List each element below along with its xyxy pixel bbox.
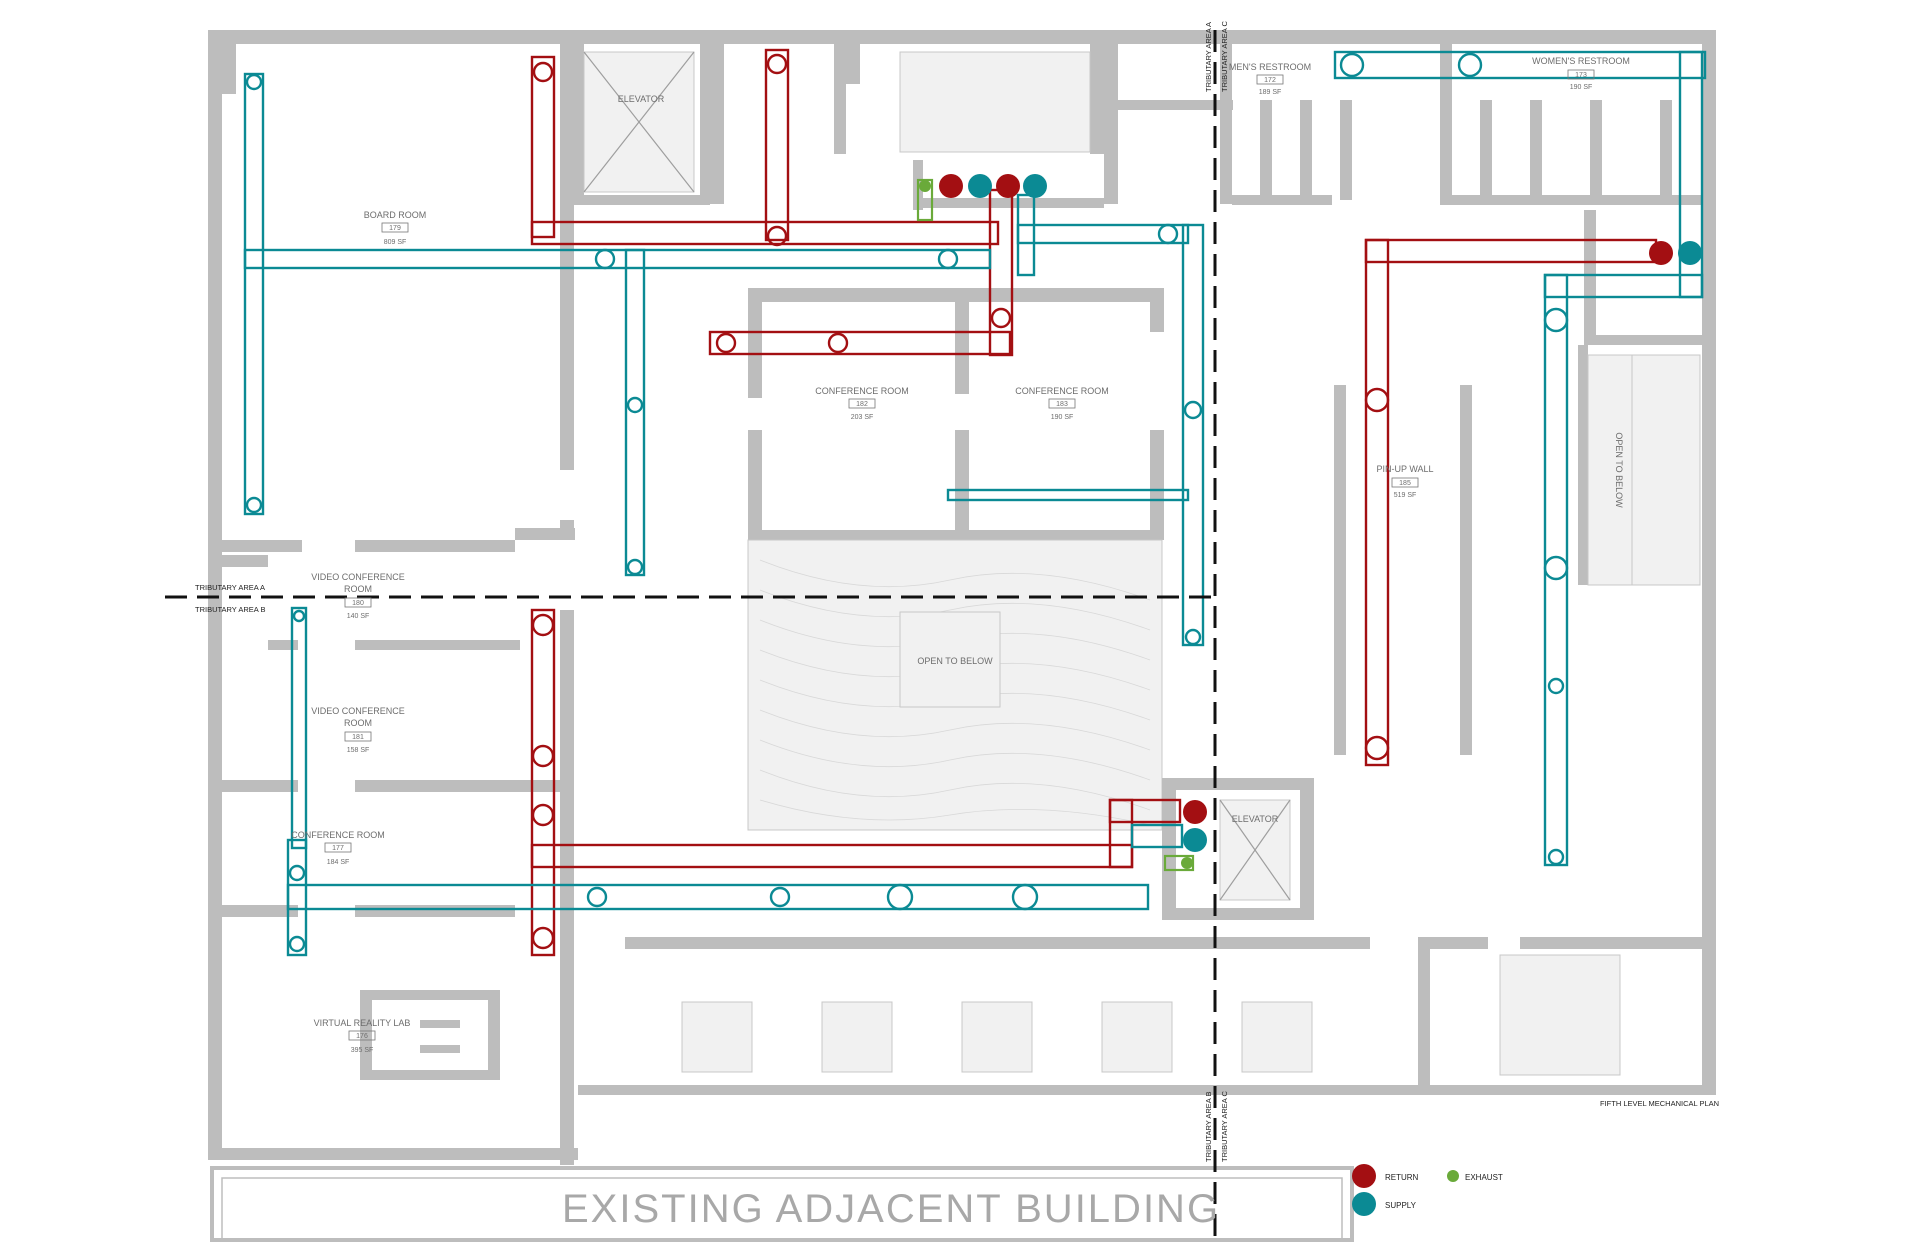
svg-text:158 SF: 158 SF [347,747,370,754]
legend-return-label: RETURN [1385,1173,1419,1182]
svg-text:ROOM: ROOM [344,718,372,728]
room-name-elevator-2: ELEVATOR [1232,814,1279,824]
svg-text:173: 173 [1575,72,1587,79]
tributary-label-c-bottom: TRIBUTARY AREA C [1220,1091,1229,1162]
svg-text:181: 181 [352,734,364,741]
room-labels: BOARD ROOM 179 809 SF ELEVATOR MEN'S RES… [291,56,1630,1054]
legend-supply-label: SUPPLY [1385,1201,1417,1210]
svg-text:809 SF: 809 SF [384,239,407,246]
stair-1-treads [899,51,1091,153]
room-name-womens-restroom: WOMEN'S RESTROOM [1532,56,1630,66]
svg-text:395 SF: 395 SF [351,1047,374,1054]
adjacent-building-label: EXISTING ADJACENT BUILDING [562,1187,1220,1231]
atrium-texture [759,559,1151,826]
walls [208,30,1716,1242]
svg-text:179: 179 [389,225,401,232]
svg-text:184 SF: 184 SF [327,859,350,866]
legend-return-swatch [1352,1164,1376,1188]
return-ducts [530,48,1673,957]
plan-title: FIFTH LEVEL MECHANICAL PLAN [1600,1099,1719,1108]
svg-text:519 SF: 519 SF [1394,492,1417,499]
svg-text:177: 177 [332,845,344,852]
room-name-elevator-1: ELEVATOR [618,94,665,104]
tributary-labels: TRIBUTARY AREA A TRIBUTARY AREA C TRIBUT… [195,21,1229,1162]
legend: RETURN SUPPLY EXHAUST [1352,1164,1503,1216]
room-name-conference-177: CONFERENCE ROOM [291,830,385,840]
tributary-label-a-top: TRIBUTARY AREA A [1204,22,1213,92]
exhaust-ducts [916,178,1195,872]
svg-text:203 SF: 203 SF [851,414,874,421]
svg-text:189 SF: 189 SF [1259,89,1282,96]
svg-text:176: 176 [356,1033,368,1040]
svg-text:190 SF: 190 SF [1570,84,1593,91]
legend-exhaust-swatch [1447,1170,1459,1182]
svg-text:ROOM: ROOM [344,584,372,594]
room-name-board-room: BOARD ROOM [364,210,427,220]
room-name-pinup-wall: PIN-UP WALL [1376,464,1433,474]
room-name-conference-183: CONFERENCE ROOM [1015,386,1109,396]
tributary-label-b-bottom: TRIBUTARY AREA B [1204,1092,1213,1162]
svg-text:190 SF: 190 SF [1051,414,1074,421]
supply-ducts [243,50,1707,957]
room-name-video-conf-180: VIDEO CONFERENCE [311,572,405,582]
legend-exhaust-label: EXHAUST [1465,1173,1503,1182]
tributary-label-b-left: TRIBUTARY AREA B [195,605,265,614]
svg-text:182: 182 [856,401,868,408]
tributary-label-c-top: TRIBUTARY AREA C [1220,21,1229,92]
svg-text:180: 180 [352,600,364,607]
svg-text:172: 172 [1264,77,1276,84]
room-name-mens-restroom: MEN'S RESTROOM [1229,62,1311,72]
svg-text:140 SF: 140 SF [347,613,370,620]
tributary-label-a-left: TRIBUTARY AREA A [195,583,265,592]
svg-text:185: 185 [1399,480,1411,487]
room-name-open-to-below-center: OPEN TO BELOW [917,656,993,666]
svg-text:183: 183 [1056,401,1068,408]
tributary-dividers [165,30,1217,1242]
room-name-vr-lab: VIRTUAL REALITY LAB [314,1018,411,1028]
room-name-video-conf-181: VIDEO CONFERENCE [311,706,405,716]
legend-supply-swatch [1352,1192,1376,1216]
room-name-conference-182: CONFERENCE ROOM [815,386,909,396]
room-name-open-to-below-right: OPEN TO BELOW [1614,432,1624,508]
